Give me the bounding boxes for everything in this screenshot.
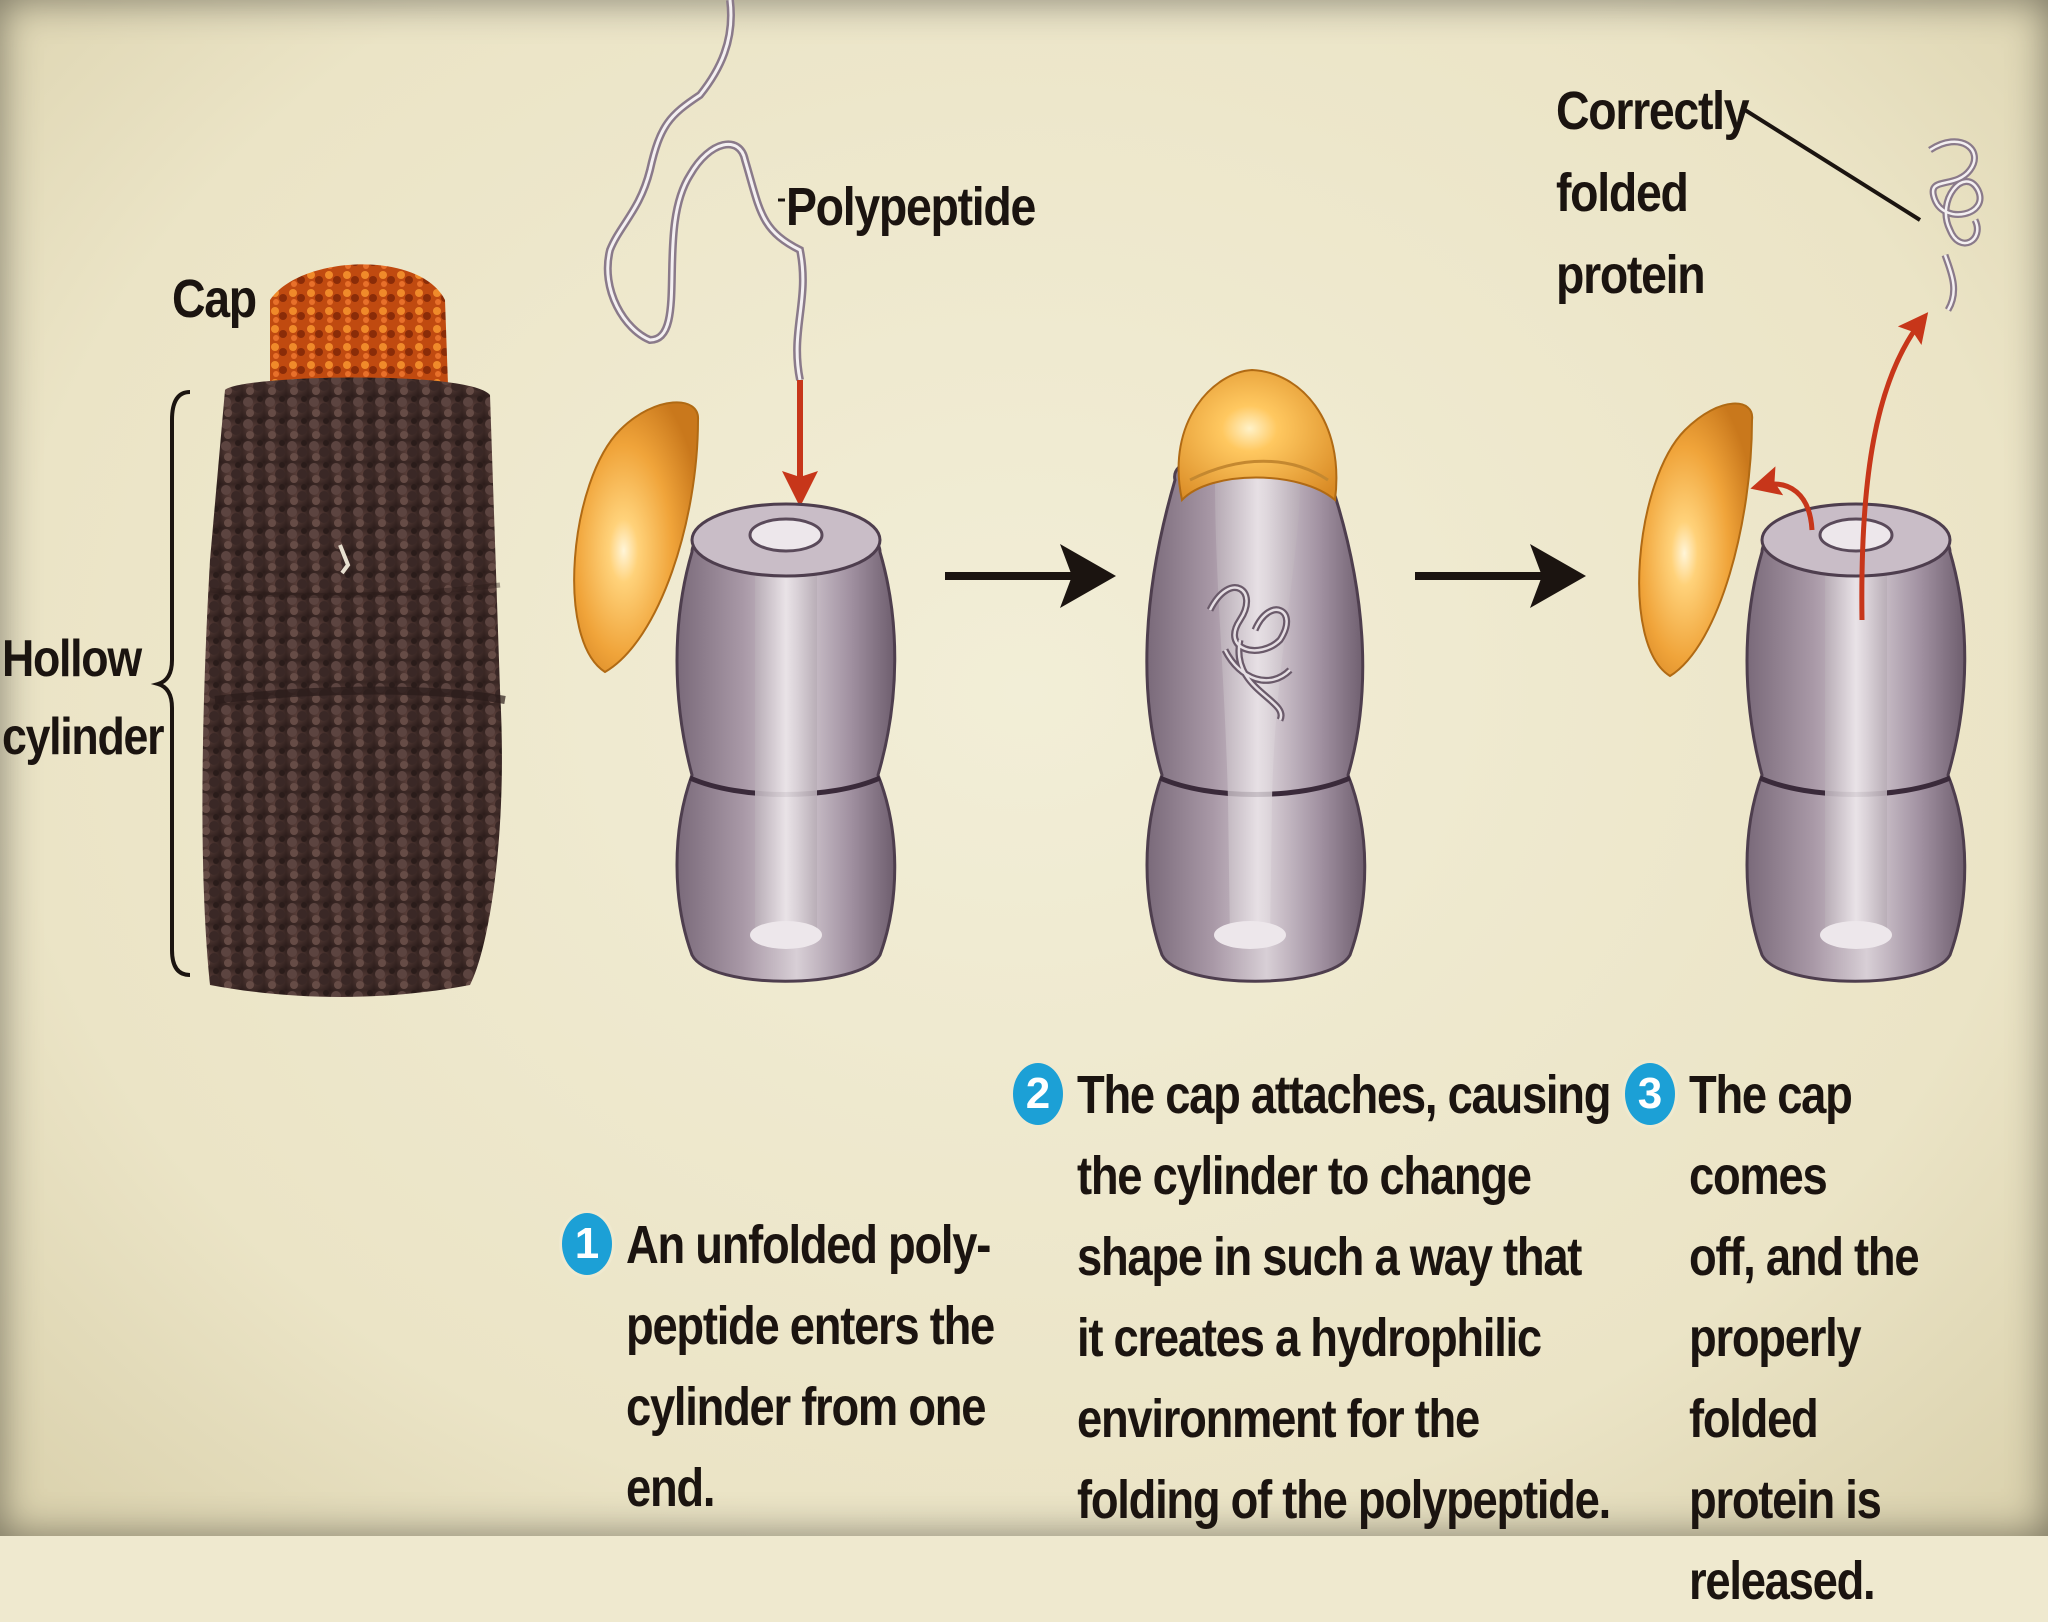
step-1-text: An unfolded poly- peptide enters the cyl… [626, 1215, 995, 1518]
folded-protein [1928, 138, 1984, 312]
step-1-caption: 1 An unfolded poly- peptide enters the c… [562, 1205, 1064, 1529]
folded-protein-leader-line [1743, 108, 1922, 222]
step-2-caption: 2 The cap attaches, causing the cylinder… [1013, 1055, 1712, 1541]
hollow-cylinder-bracket [150, 390, 191, 977]
step-3-caption: 3 The cap comes off, and the properly fo… [1625, 1055, 2048, 1622]
cylinder-2 [1145, 368, 1367, 983]
polypeptide-chain [603, 0, 807, 381]
cylinder-1 [675, 502, 897, 983]
cap-release-arrow [1750, 466, 1815, 531]
cap-detached-1 [573, 401, 700, 674]
protein-release-arrow [1859, 312, 1929, 621]
cap-detached-3 [1638, 402, 1754, 678]
chaperonin-molecule [202, 264, 506, 998]
diagram-artwork [150, 0, 1984, 998]
step-2-text: The cap attaches, causing the cylinder t… [1077, 1065, 1611, 1530]
cap-label: Cap [172, 269, 257, 329]
step-3-badge: 3 [1625, 1063, 1675, 1125]
step-3-text: The cap comes off, and the properly fold… [1689, 1065, 1920, 1611]
cylinder-3 [1745, 502, 1967, 983]
polypeptide-label: Polypeptide [786, 177, 1036, 237]
step-2-badge: 2 [1013, 1063, 1063, 1125]
step-1-badge: 1 [562, 1213, 612, 1275]
hollow-cylinder-label: Hollow cylinder [2, 630, 164, 766]
folded-protein-label: Correctly folded protein [1556, 81, 1750, 305]
